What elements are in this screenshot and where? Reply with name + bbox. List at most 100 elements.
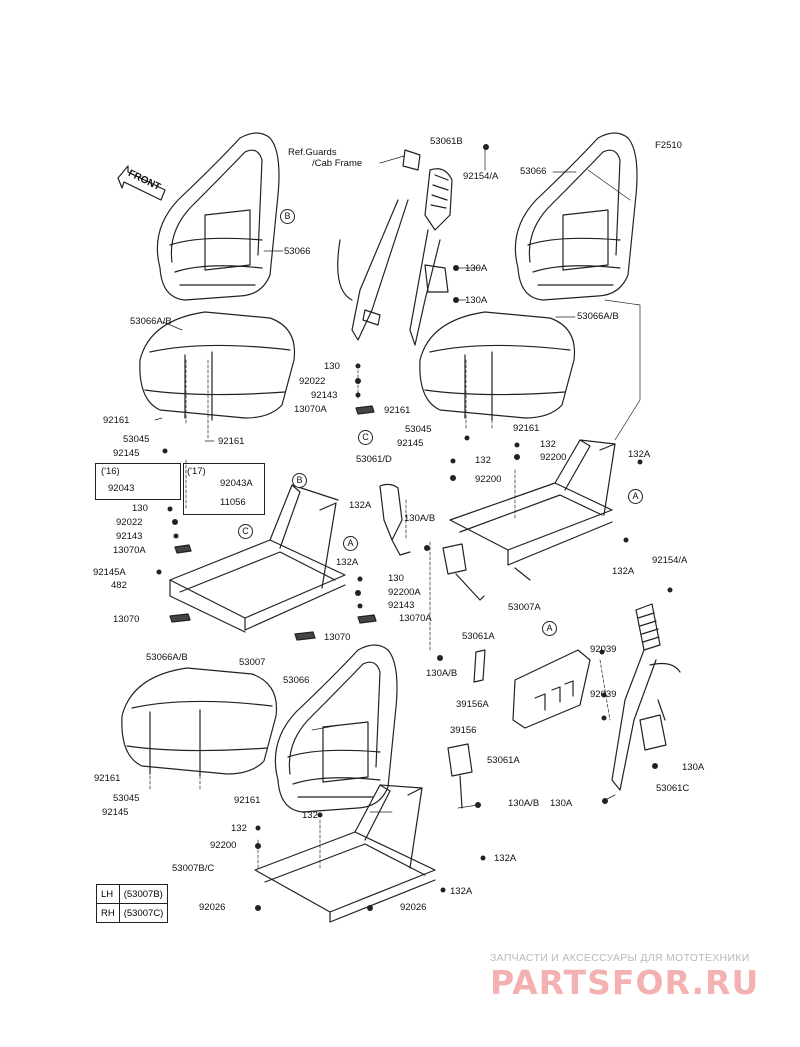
- part-label: 53066A/B: [130, 316, 172, 327]
- part-label: 130A: [465, 295, 488, 306]
- part-label: 92145: [113, 448, 140, 459]
- side-rh-part: (53007C): [118, 903, 169, 923]
- part-label: 13070: [113, 614, 140, 625]
- part-label: 53045: [405, 424, 432, 435]
- part-label: 92161: [218, 436, 245, 447]
- part-label: 92154/A: [463, 171, 499, 182]
- part-label: 53066A/B: [577, 311, 619, 322]
- part-label: 92039: [590, 689, 617, 700]
- seat-cushion-top-left: [139, 311, 296, 421]
- part-label: 132A: [349, 500, 372, 511]
- part-label: 13070A: [399, 613, 432, 624]
- seat-back-bottom: [274, 644, 398, 813]
- part-label: 130: [132, 503, 148, 514]
- part-label: 132A: [336, 557, 359, 568]
- watermark-tagline: ЗАПЧАСТИ И АКСЕССУАРЫ ДЛЯ МОТОТЕХНИКИ: [490, 952, 750, 964]
- part-label: 92145: [102, 807, 129, 818]
- part-label: 92161: [103, 415, 130, 426]
- side-table: LH (53007B) RH (53007C): [96, 884, 169, 923]
- year-note-16: ('16): [101, 466, 120, 477]
- part-label: 53007: [239, 657, 266, 668]
- part-label: 92200: [475, 474, 502, 485]
- part-label: 92143: [116, 531, 143, 542]
- part-label: 92145A: [93, 567, 126, 578]
- callout-a: A: [542, 621, 557, 636]
- buckle-middle: [379, 483, 411, 556]
- small-parts-left: [169, 405, 377, 641]
- part-label: 53061C: [656, 783, 690, 794]
- part-label: 92145: [397, 438, 424, 449]
- seat-belt-upper: [337, 149, 453, 346]
- part-label: 130A/B: [404, 513, 436, 524]
- callout-a: A: [628, 489, 643, 504]
- part-label: 53066: [520, 166, 547, 177]
- part-label: 132: [475, 455, 491, 466]
- part-label: 130A: [682, 762, 705, 773]
- part-label: 92026: [199, 902, 226, 913]
- year-note-17-box: [183, 463, 265, 515]
- part-label: 53061B: [430, 136, 463, 147]
- part-label: 92022: [116, 517, 143, 528]
- part-label: 13070A: [113, 545, 146, 556]
- seat-frame-left: [169, 484, 346, 633]
- seat-back-top-right: [514, 132, 638, 301]
- part-label: 132A: [628, 449, 651, 460]
- part-label: 11056: [220, 497, 246, 508]
- part-label: 53007B/C: [172, 863, 215, 874]
- part-label: 130A: [550, 798, 573, 809]
- part-label: 92039: [590, 644, 617, 655]
- part-label: 92161: [94, 773, 121, 784]
- figure-code: F2510: [655, 140, 682, 151]
- part-label: 39156A: [456, 699, 489, 710]
- part-label: 132A: [612, 566, 635, 577]
- seat-belt-right: [611, 603, 681, 791]
- part-label: 53061/D: [356, 454, 392, 465]
- part-label: 132: [540, 439, 556, 450]
- side-lh-part: (53007B): [118, 884, 169, 904]
- part-label: 92143: [311, 390, 338, 401]
- part-label: 53066: [284, 246, 311, 257]
- part-label: 92200A: [388, 587, 421, 598]
- part-label: 92043A: [220, 478, 253, 489]
- ref-note-line1: Ref.Guards: [288, 147, 337, 158]
- part-label: 53007A: [508, 602, 541, 613]
- part-label: 92161: [384, 405, 411, 416]
- callout-c: C: [238, 524, 253, 539]
- seat-cushion-bottom-left: [121, 667, 278, 777]
- front-arrow-icon: [117, 165, 166, 201]
- part-label: 132: [302, 810, 318, 821]
- part-label: 53066: [283, 675, 310, 686]
- side-rh: RH: [96, 903, 120, 923]
- seat-cushion-top-right: [419, 311, 576, 421]
- part-label: 92154/A: [652, 555, 688, 566]
- part-label: 482: [111, 580, 127, 591]
- part-label: 132: [231, 823, 247, 834]
- watermark-brand: PARTSFOR.RU: [490, 963, 760, 1002]
- buckle-bottom: [447, 743, 473, 809]
- buckle-right: [442, 543, 485, 601]
- part-label: 92200: [540, 452, 567, 463]
- year-note-17: ('17): [187, 466, 206, 477]
- storage-plate: [473, 649, 591, 729]
- part-label: 92026: [400, 902, 427, 913]
- part-label: 53061A: [487, 755, 520, 766]
- callout-a: A: [343, 536, 358, 551]
- seat-frame-right: [449, 439, 616, 581]
- part-label: 13070: [324, 632, 351, 643]
- part-label: 92022: [299, 376, 326, 387]
- part-label: 53045: [113, 793, 140, 804]
- part-label: 53045: [123, 434, 150, 445]
- callout-b: B: [292, 473, 307, 488]
- part-label: 130: [388, 573, 404, 584]
- part-label: 92200: [210, 840, 237, 851]
- part-label: 130: [324, 361, 340, 372]
- part-label: 132A: [494, 853, 517, 864]
- year-note-16-box: [95, 463, 181, 500]
- callout-b: B: [280, 209, 295, 224]
- part-label: 53061A: [462, 631, 495, 642]
- callout-c: C: [358, 430, 373, 445]
- seat-frame-bottom: [254, 784, 436, 923]
- part-label: 130A/B: [426, 668, 458, 679]
- part-label: 92161: [234, 795, 261, 806]
